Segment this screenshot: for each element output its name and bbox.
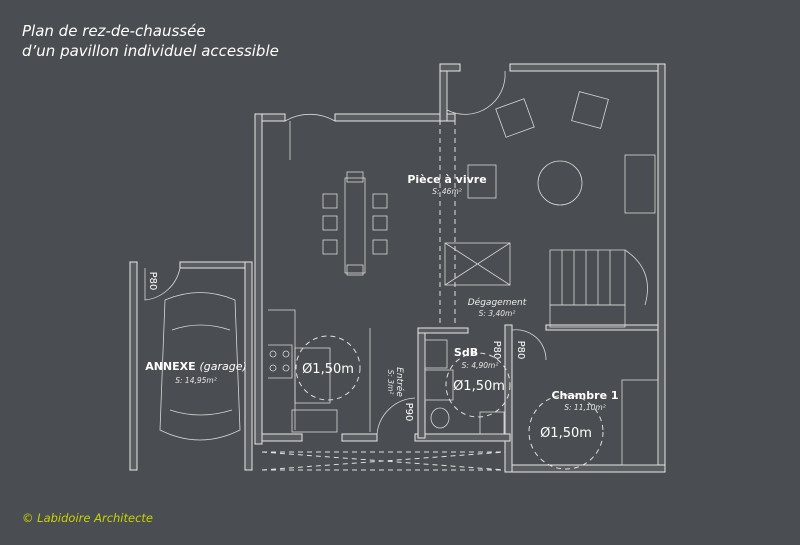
room-name-living: Pièce à vivre <box>407 173 486 186</box>
stairs <box>549 249 626 306</box>
furniture <box>144 70 659 466</box>
dining-table <box>344 177 366 274</box>
cupboard <box>444 242 511 286</box>
plan-title-line2: d’un pavillon individuel accessible <box>22 42 279 60</box>
room-area-hall: S: 3,40m² <box>479 309 516 318</box>
door-label: P80 <box>515 341 526 360</box>
car <box>159 292 241 441</box>
turning-circle-label: Ø1,50m <box>453 379 505 394</box>
room-area-bedroom: S: 11,10m² <box>564 403 605 412</box>
terrace-outline <box>261 120 506 471</box>
kitchen-counter <box>268 309 296 430</box>
turning-circle-label: Ø1,50m <box>540 426 592 441</box>
room-name-hall: Dégagement <box>468 297 527 308</box>
turning-circle <box>295 335 361 401</box>
room-area-entry: S: 3m² <box>386 370 395 395</box>
coffee-table <box>537 160 583 206</box>
room-area-bath: S: 4,90m² <box>462 361 499 370</box>
turning-circle-label: Ø1,50m <box>302 362 354 377</box>
room-name-bedroom: Chambre 1 <box>551 389 618 402</box>
turning-circle <box>445 352 511 418</box>
walls <box>129 63 666 473</box>
plan-title-line1: Plan de rez-de-chaussée <box>22 22 206 40</box>
armchair <box>467 164 497 199</box>
turning-circle <box>528 394 604 470</box>
copyright: © Labidoire Architecte <box>22 511 153 525</box>
room-name-annex: ANNEXE (garage) <box>145 360 247 373</box>
room-area-living: S: 46m² <box>432 187 462 196</box>
door-label: P90 <box>403 403 414 422</box>
door-label: P80 <box>491 341 502 360</box>
sofa <box>624 154 656 214</box>
room-name-entry: Entrée <box>394 367 405 397</box>
room-name-bath: SdB <box>454 346 478 359</box>
room-area-annex: S: 14,95m² <box>175 376 216 385</box>
door-label: P80 <box>147 272 158 291</box>
bed <box>621 379 659 466</box>
